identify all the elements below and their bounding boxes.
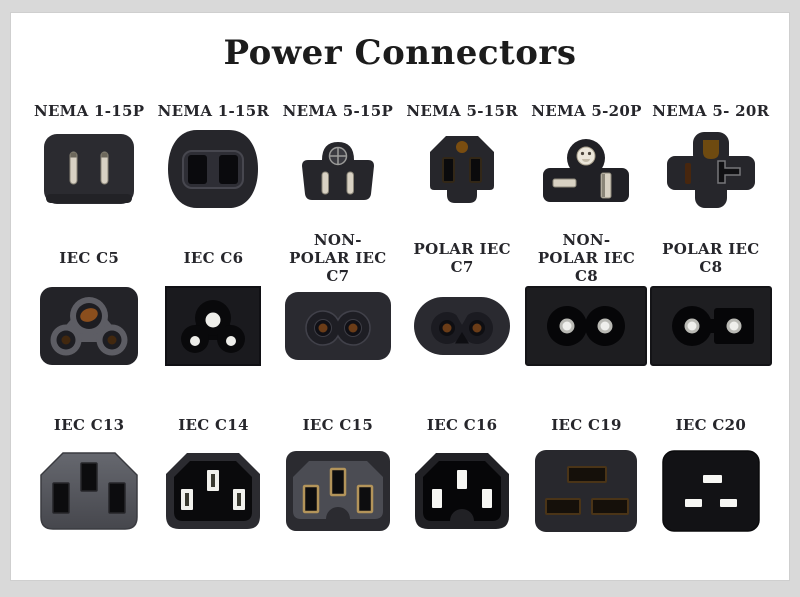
figure-box	[165, 283, 262, 369]
connector-cell-iec-c5: IEC C5	[27, 237, 151, 369]
figure-box	[420, 127, 504, 211]
figure-box	[296, 127, 380, 211]
connector-label: IEC C20	[675, 416, 747, 434]
connector-label: IEC C15	[302, 416, 374, 434]
iec-c16-figure	[415, 453, 510, 529]
figure-box	[43, 127, 135, 211]
connector-label: POLAR IEC C8	[662, 240, 760, 276]
connector-label: NEMA 5-20P	[531, 102, 642, 120]
figure-box	[665, 127, 757, 211]
figure-box	[284, 283, 392, 369]
iec-c19-figure	[535, 450, 638, 532]
figure-box	[525, 283, 648, 369]
connector-cell-iec-c14: IEC C14	[151, 413, 275, 537]
connector-cell-iec-c6: IEC C6	[151, 237, 275, 369]
connector-label: POLAR IEC C7	[413, 240, 511, 276]
connector-cell-nema-5-20p: NEMA 5-20P	[524, 99, 648, 211]
connector-label: IEC C6	[183, 249, 244, 267]
figure-box	[413, 283, 511, 369]
connector-cell-iec-c19: IEC C19	[524, 413, 648, 537]
connector-cell-nema-5-20r: NEMA 5- 20R	[649, 99, 773, 211]
figure-box	[649, 283, 772, 369]
figure-box	[165, 127, 261, 211]
iec-c5-figure	[40, 287, 139, 365]
figure-box	[539, 127, 633, 211]
connector-label: IEC C5	[59, 249, 120, 267]
polar-iec-c8-figure	[649, 286, 772, 366]
figure-box	[534, 445, 638, 537]
iec-c13-figure	[40, 452, 138, 530]
iec-c20-figure	[662, 450, 760, 532]
connector-cell-non-polar-iec-c7: NON-POLAR IEC C7	[276, 231, 400, 369]
connector-label: IEC C16	[426, 416, 498, 434]
connector-label: NEMA 1-15R	[157, 102, 270, 120]
row-iec-large: IEC C13 IEC C14	[11, 413, 789, 537]
connector-label: NON-POLAR IEC C7	[289, 231, 387, 285]
connector-cell-polar-iec-c7: POLAR IEC C7	[400, 237, 524, 369]
connector-cell-non-polar-iec-c8: NON-POLAR IEC C8	[524, 231, 648, 369]
figure-box	[163, 445, 263, 537]
connector-cell-polar-iec-c8: POLAR IEC C8	[649, 237, 773, 369]
connector-cell-iec-c15: IEC C15	[276, 413, 400, 537]
row-iec-small: IEC C5 IEC C6	[11, 231, 789, 369]
connector-label: IEC C13	[53, 416, 125, 434]
nema-5-15p-figure	[301, 142, 374, 200]
non-polar-iec-c7-figure	[284, 292, 391, 360]
connector-label: IEC C14	[178, 416, 249, 434]
row-nema: NEMA 1-15P NEMA 1-15R	[11, 99, 789, 211]
nema-1-15r-figure	[168, 130, 259, 208]
figure-box	[412, 445, 512, 537]
connector-cell-iec-c13: IEC C13	[27, 413, 151, 537]
non-polar-iec-c8-figure	[525, 286, 648, 366]
nema-5-20p-figure	[543, 139, 630, 202]
iec-c6-figure	[165, 286, 262, 366]
connector-label: NEMA 5-15R	[406, 102, 518, 120]
connector-label: NEMA 5- 20R	[652, 102, 770, 120]
connector-cell-nema-1-15r: NEMA 1-15R	[151, 99, 275, 211]
nema-1-15p-figure	[44, 134, 135, 204]
connector-cell-nema-5-15p: NEMA 5-15P	[276, 99, 400, 211]
connector-label: NEMA 1-15P	[33, 102, 145, 120]
iec-c14-figure	[166, 453, 261, 529]
poster-panel: Power Connectors NEMA 1-15P NEMA 1-15R	[10, 12, 790, 581]
figure-box	[661, 445, 761, 537]
connector-cell-nema-1-15p: NEMA 1-15P	[27, 99, 151, 211]
figure-box	[285, 445, 391, 537]
page-title: Power Connectors	[223, 33, 577, 73]
figure-box	[37, 445, 141, 537]
nema-5-20r-figure	[666, 132, 755, 208]
connector-label: NON-POLAR IEC C8	[537, 231, 636, 285]
iec-c15-figure	[285, 451, 390, 531]
nema-5-15r-figure	[430, 136, 495, 203]
connector-label: NEMA 5-15P	[282, 102, 394, 120]
connector-cell-iec-c20: IEC C20	[649, 413, 773, 537]
figure-box	[39, 283, 139, 369]
connector-cell-nema-5-15r: NEMA 5-15R	[400, 99, 524, 211]
connector-label: IEC C19	[551, 416, 622, 434]
connector-cell-iec-c16: IEC C16	[400, 413, 524, 537]
polar-iec-c7-figure	[414, 297, 511, 355]
